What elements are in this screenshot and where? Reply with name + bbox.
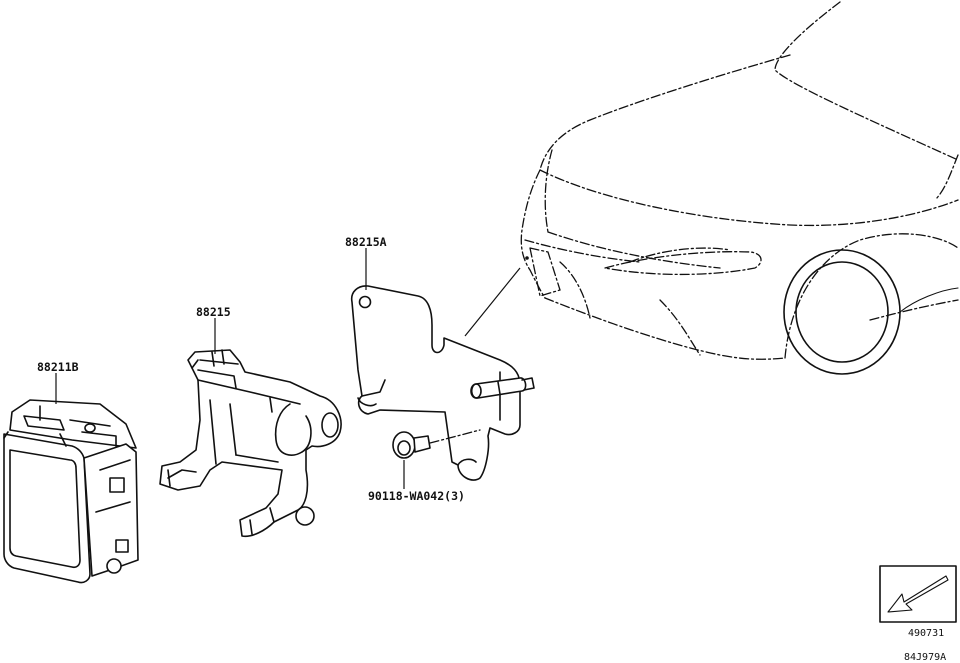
- drawing-id: 84J979A: [904, 652, 946, 663]
- label-88215: 88215: [196, 305, 231, 319]
- vehicle-front-outline: [520, 1, 959, 375]
- label-88215a: 88215A: [345, 235, 387, 249]
- ref-code: 490731: [908, 628, 944, 639]
- screw-90118: [392, 429, 481, 459]
- bracket-88215: [159, 349, 342, 538]
- mount-point: [525, 256, 529, 260]
- leader-plate-to-car: [464, 267, 521, 337]
- label-90118: 90118-WA042(3): [368, 489, 465, 503]
- radar-sensor-88211b: [3, 399, 139, 584]
- bolt-on-plate: [470, 377, 535, 399]
- front-arrow-icon: [879, 565, 957, 623]
- plate-88215a: [350, 285, 521, 481]
- label-88211b: 88211B: [37, 360, 79, 374]
